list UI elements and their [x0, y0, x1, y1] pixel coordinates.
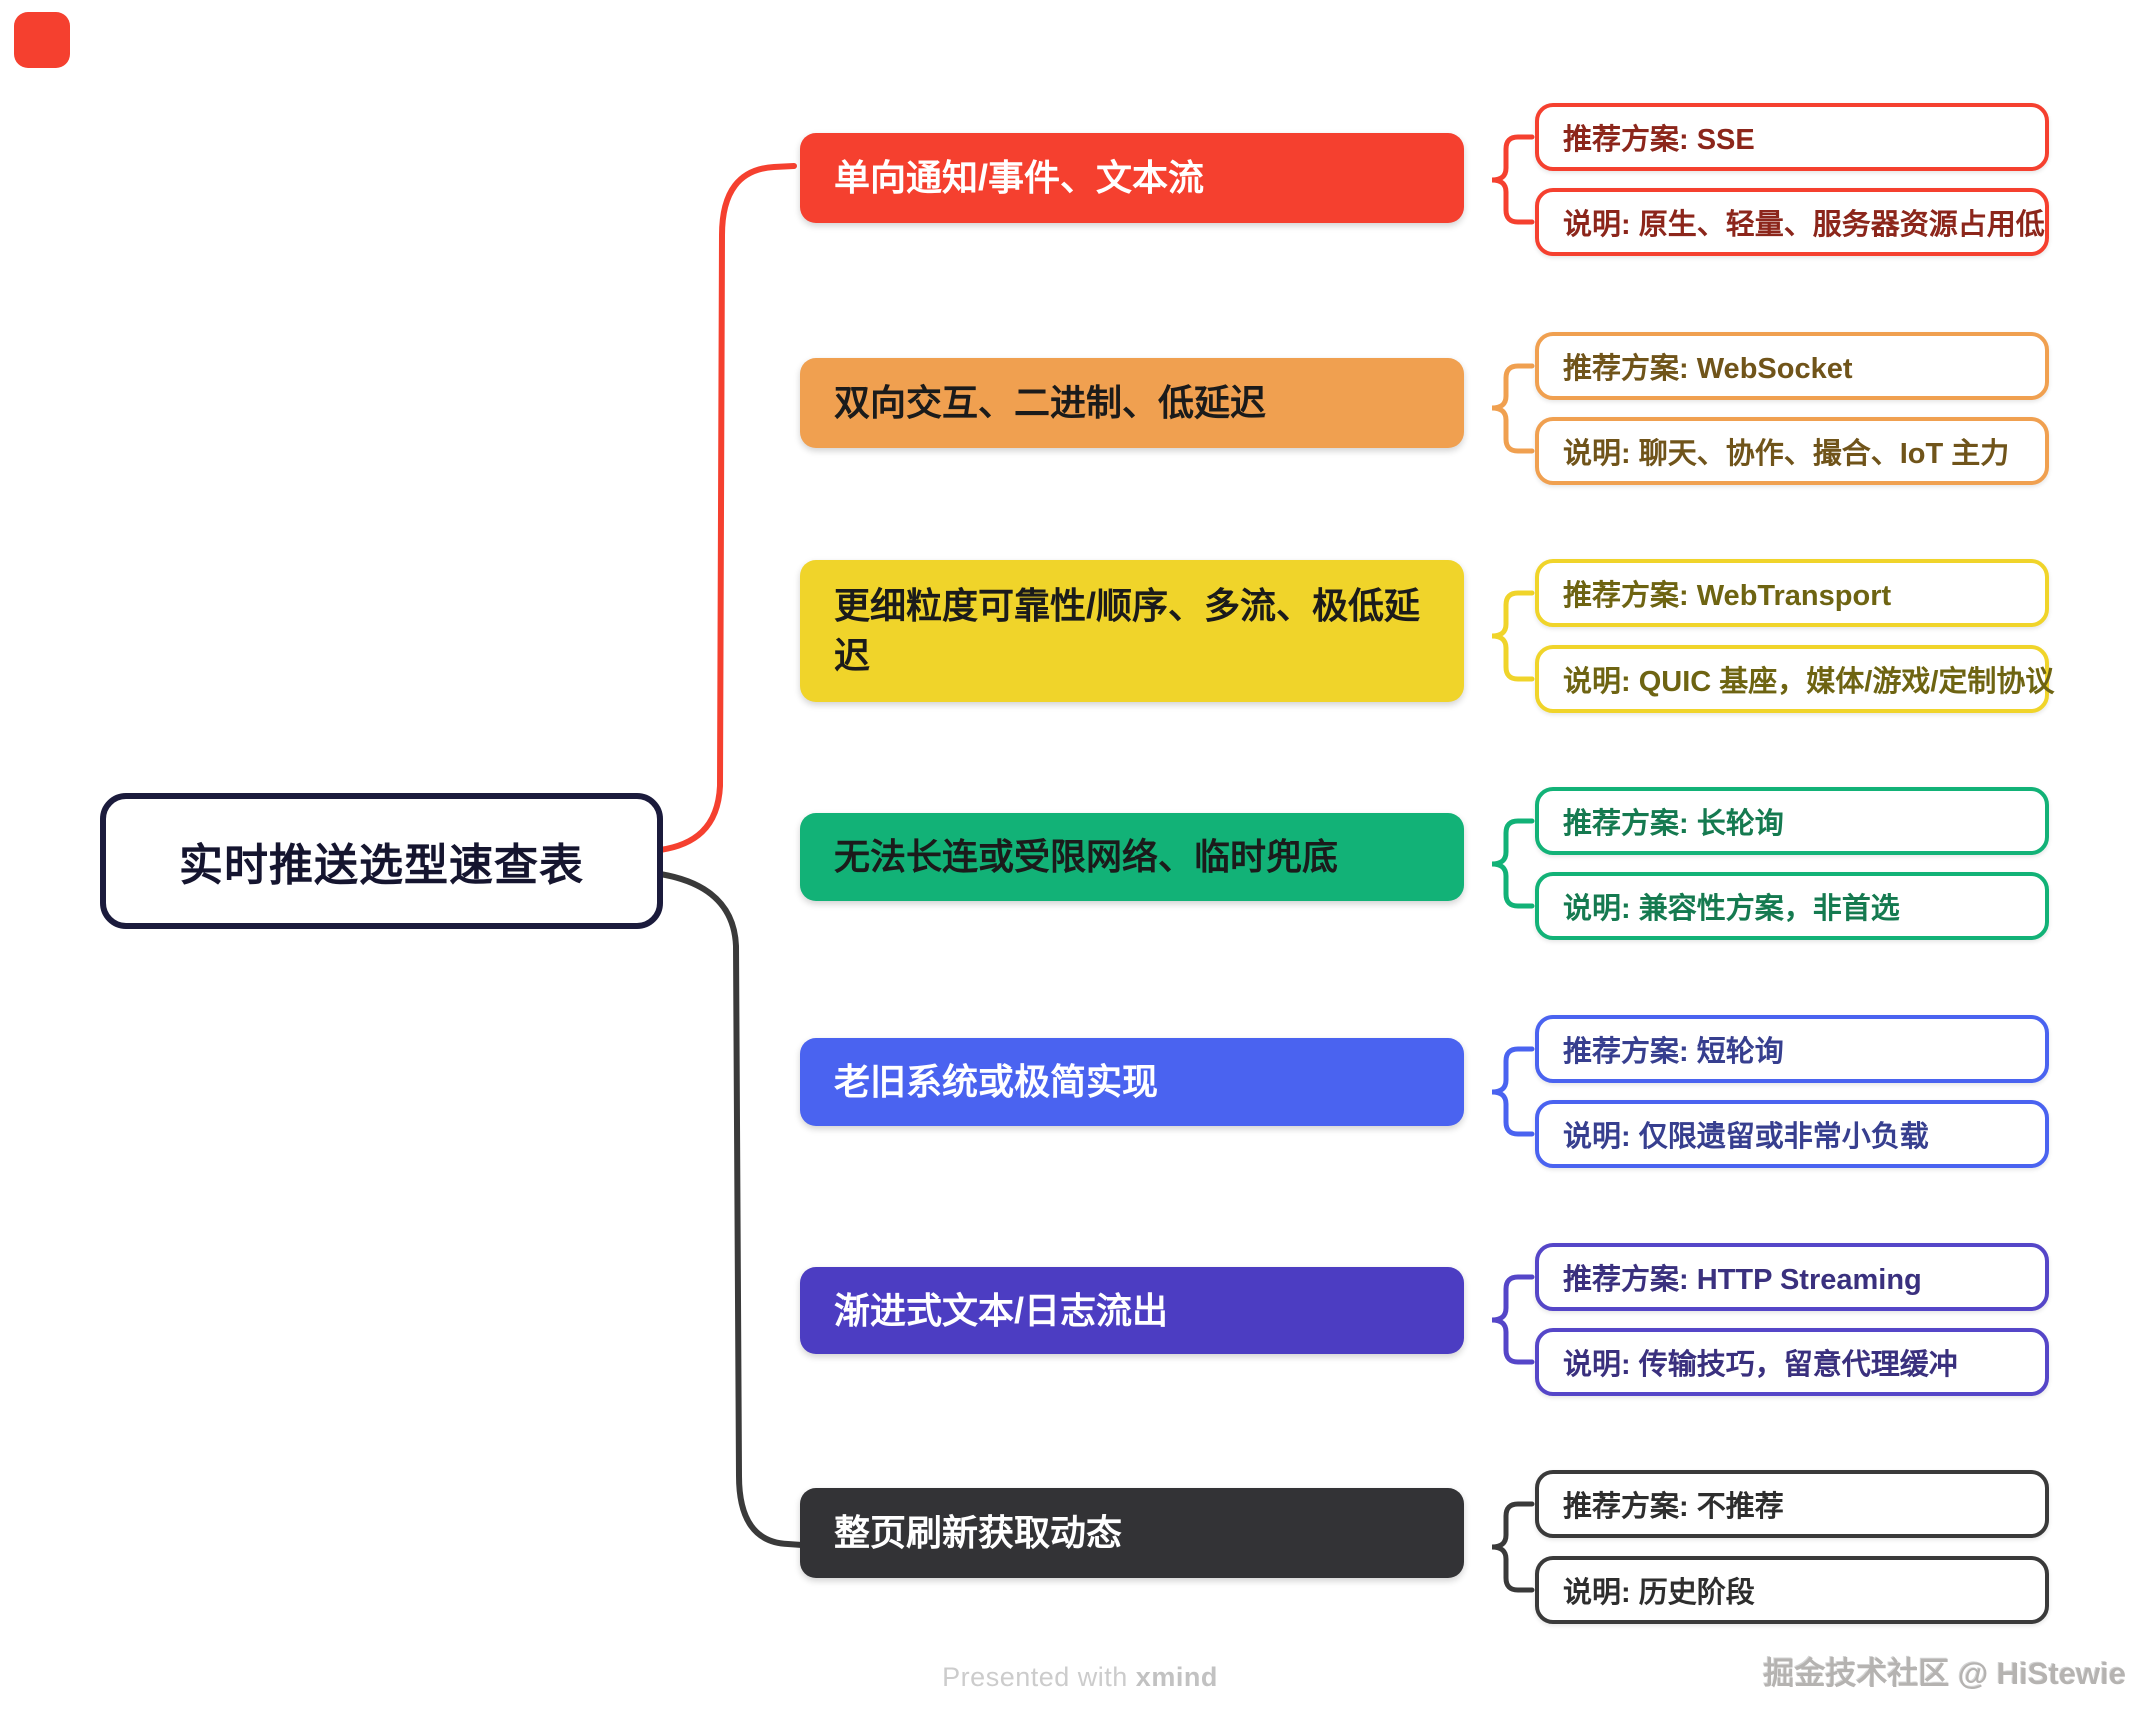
branch-topic-full-refresh[interactable]: 整页刷新获取动态: [800, 1488, 1464, 1578]
presented-prefix: Presented with: [942, 1662, 1128, 1692]
branch-topic-long-polling[interactable]: 无法长连或受限网络、临时兜底: [800, 813, 1464, 901]
connector-top-red: [657, 163, 797, 853]
brace-icon: [1491, 590, 1535, 682]
leaf-plan-short-polling[interactable]: 推荐方案: 短轮询: [1535, 1015, 2049, 1083]
branch-topic-webtransport[interactable]: 更细粒度可靠性/顺序、多流、极低延迟: [800, 560, 1464, 702]
branch-topic-short-polling[interactable]: 老旧系统或极简实现: [800, 1038, 1464, 1126]
leaf-note-webtransport[interactable]: 说明: QUIC 基座，媒体/游戏/定制协议: [1535, 645, 2054, 713]
brace-icon: [1491, 1501, 1535, 1593]
branch-topic-http-streaming[interactable]: 渐进式文本/日志流出: [800, 1267, 1464, 1354]
leaf-note-websocket[interactable]: 说明: 聊天、协作、撮合、IoT 主力: [1535, 417, 2049, 485]
leaf-note-full-refresh[interactable]: 说明: 历史阶段: [1535, 1556, 2049, 1624]
leaf-plan-full-refresh[interactable]: 推荐方案: 不推荐: [1535, 1470, 2049, 1538]
leaf-note-sse[interactable]: 说明: 原生、轻量、服务器资源占用低: [1535, 188, 2049, 256]
corner-red-shape: [14, 12, 70, 68]
branch-topic-websocket[interactable]: 双向交互、二进制、低延迟: [800, 358, 1464, 448]
presented-with-label: Presented with xmind: [900, 1662, 1260, 1693]
branch-topic-sse[interactable]: 单向通知/事件、文本流: [800, 133, 1464, 223]
brace-icon: [1491, 1274, 1535, 1365]
central-topic[interactable]: 实时推送选型速查表: [100, 793, 663, 929]
leaf-note-long-polling[interactable]: 说明: 兼容性方案，非首选: [1535, 872, 2049, 940]
xmind-brand: xmind: [1135, 1662, 1218, 1692]
leaf-plan-long-polling[interactable]: 推荐方案: 长轮询: [1535, 787, 2049, 855]
leaf-note-http-streaming[interactable]: 说明: 传输技巧，留意代理缓冲: [1535, 1328, 2049, 1396]
leaf-plan-sse[interactable]: 推荐方案: SSE: [1535, 103, 2049, 171]
connector-bottom-dark: [657, 871, 805, 1548]
leaf-plan-webtransport[interactable]: 推荐方案: WebTransport: [1535, 559, 2049, 627]
brace-icon: [1491, 1046, 1535, 1137]
leaf-plan-websocket[interactable]: 推荐方案: WebSocket: [1535, 332, 2049, 400]
brace-icon: [1491, 363, 1535, 454]
leaf-plan-http-streaming[interactable]: 推荐方案: HTTP Streaming: [1535, 1243, 2049, 1311]
leaf-note-short-polling[interactable]: 说明: 仅限遗留或非常小负载: [1535, 1100, 2049, 1168]
brace-icon: [1491, 818, 1535, 909]
watermark-credit: 掘金技术社区 @ HiStewie: [1763, 1656, 2126, 1691]
brace-icon: [1491, 134, 1535, 225]
